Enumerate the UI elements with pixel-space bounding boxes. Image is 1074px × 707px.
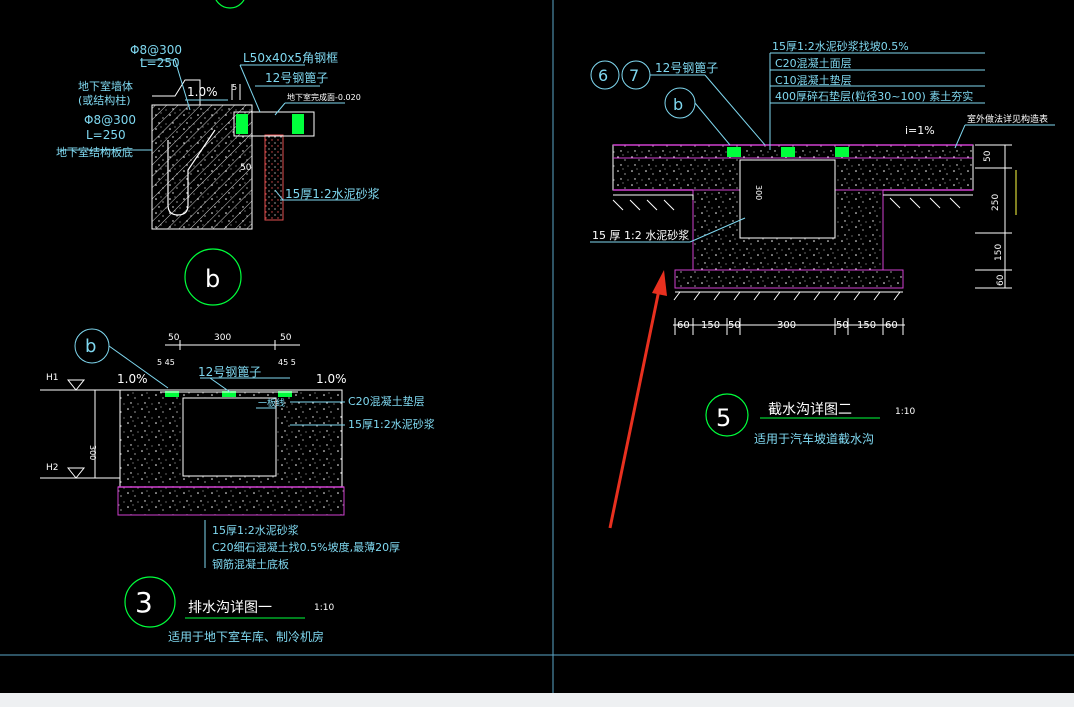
label: 1.0% [316, 372, 347, 386]
label: i=1% [905, 124, 935, 137]
label: C20混凝土垫层 [348, 394, 425, 408]
label: 12号钢篦子 [265, 70, 328, 85]
dim: 250 [991, 194, 1001, 211]
dim: 60 [885, 320, 898, 331]
detail-3: b 50 300 50 5 45 45 5 12号钢篦子 1.0% 1.0% H… [40, 328, 435, 644]
dim: 5 45 [157, 358, 175, 367]
dim: 50 [280, 333, 292, 343]
label: 15厚1:2水泥砂浆 [348, 417, 435, 431]
label: H1 [46, 373, 59, 383]
label: L50x40x5角钢框 [243, 51, 338, 65]
detail-title: 截水沟详图二 [768, 402, 852, 418]
layer-label: 400厚碎石垫层(粒径30~100) 素土夯实 [775, 89, 973, 103]
label: 12号钢篦子 [198, 364, 261, 379]
dim: 60 [996, 274, 1006, 286]
detail-marker-b [184, 248, 242, 306]
label: Φ8@300 [130, 43, 182, 57]
subtitle: 适用于汽车坡道截水沟 [754, 431, 874, 446]
dim: 50 [983, 150, 993, 162]
label: 地下室完成面-0.020 [287, 92, 361, 102]
dim: 150 [701, 320, 720, 331]
label: 室外做法详见构造表 [967, 113, 1048, 125]
dim: 150 [994, 244, 1004, 261]
label: L=250 [140, 56, 180, 70]
status-bar [0, 693, 1074, 707]
scale: 1:10 [314, 603, 334, 613]
label: 1.0% [117, 372, 148, 386]
marker-text: 7 [629, 66, 639, 85]
detail-number: 3 [135, 586, 153, 619]
label: (或结构柱) [78, 93, 131, 107]
marker-text: b [673, 95, 683, 114]
layer-label: C10混凝土垫层 [775, 73, 852, 87]
detail-marker-3 [124, 576, 176, 628]
detail-title: 排水沟详图一 [188, 600, 272, 616]
dim: 50 [836, 320, 849, 331]
note: C20细石混凝土找0.5%坡度,最薄20厚 [212, 540, 400, 554]
note: 钢筋混凝土底板 [212, 557, 289, 571]
detail-5: 6 7 12号钢篦子 b 15厚1:2水泥砂浆找坡0.5% C20混凝土面层 C… [590, 39, 1055, 446]
marker-text: b [205, 265, 220, 293]
detail-b: Φ8@300 L=250 地下室墙体 (或结构柱) Φ8@300 L=250 地… [56, 43, 380, 306]
label: L=250 [86, 128, 126, 142]
dim: 150 [857, 320, 876, 331]
red-annotation-arrow [608, 270, 667, 529]
label: 15 厚 1:2 水泥砂浆 [592, 228, 689, 242]
label: 15厚1:2水泥砂浆 [285, 186, 380, 201]
label: 一板线 [258, 397, 285, 409]
dim: 300 [88, 445, 97, 460]
marker-text: b [85, 336, 96, 357]
detail-number: 5 [716, 404, 731, 432]
label: 地下室结构板底 [56, 145, 133, 159]
layer-label: 15厚1:2水泥砂浆找坡0.5% [772, 39, 909, 53]
dim: 300 [754, 185, 763, 200]
layer-label: C20混凝土面层 [775, 56, 852, 70]
detail-marker-5 [705, 393, 749, 437]
label: H2 [46, 463, 59, 473]
note: 15厚1:2水泥砂浆 [212, 523, 299, 537]
dim: 45 5 [278, 358, 296, 367]
dim: 60 [677, 320, 690, 331]
label: 1.0% [187, 85, 218, 99]
dim: 300 [777, 320, 796, 331]
dim: 50 [168, 333, 180, 343]
scale: 1:10 [895, 407, 915, 417]
label: 5 [232, 83, 237, 92]
label: Φ8@300 [84, 113, 136, 127]
subtitle: 适用于地下室车库、制冷机房 [168, 629, 324, 644]
marker-text: 6 [598, 66, 608, 85]
label: 50 [240, 163, 252, 173]
dim: 50 [728, 320, 741, 331]
dim: 300 [214, 333, 231, 343]
label: 地下室墙体 [78, 79, 133, 93]
label: 12号钢篦子 [655, 60, 718, 75]
